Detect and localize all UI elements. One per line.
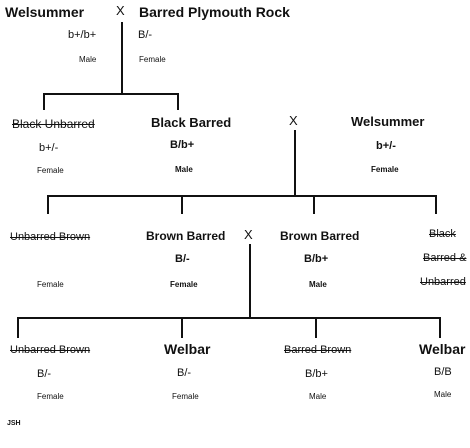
gen2-mate-sex: Female — [371, 165, 399, 174]
gen3-offspring-4-name-line-1: Black — [429, 228, 456, 240]
gen3-offspring-4-name-line-3: Unbarred — [420, 276, 466, 288]
gen1-parent-b-sex: Female — [139, 55, 166, 64]
gen2-mate-name: Welsummer — [351, 114, 425, 129]
gen3-offspring-3-sex: Male — [309, 280, 327, 289]
gen3-offspring-2-sex: Female — [170, 280, 198, 289]
gen2-offspring-2-genotype: B/b+ — [170, 139, 195, 151]
gen4-offspring-3-sex: Male — [309, 392, 327, 401]
gen4-offspring-2-name: Welbar — [164, 341, 211, 357]
gen4-offspring-4-sex: Male — [434, 390, 452, 399]
gen2-offspring-1-genotype: b+/- — [39, 142, 59, 154]
gen1-parent-a-name: Welsummer — [5, 4, 85, 20]
gen2-offspring-2-name: Black Barred — [151, 115, 232, 130]
gen4-offspring-1-sex: Female — [37, 392, 64, 401]
gen4-offspring-2-genotype: B/- — [177, 367, 192, 379]
gen2-offspring-1-name: Black Unbarred — [12, 117, 95, 131]
gen3-offspring-1-sex: Female — [37, 280, 64, 289]
gen3-offspring-3-name: Brown Barred — [280, 229, 360, 243]
gen3-offspring-3-genotype: B/b+ — [304, 253, 329, 265]
gen1-parent-b-name: Barred Plymouth Rock — [139, 4, 290, 20]
author-initials: JSH — [7, 420, 21, 427]
gen3-offspring-1-name: Unbarred Brown — [10, 231, 91, 243]
gen4-offspring-3-genotype: B/b+ — [305, 368, 328, 380]
gen1-cross-symbol: X — [116, 3, 125, 18]
gen2-offspring-1-sex: Female — [37, 166, 64, 175]
gen4-offspring-1-name: Unbarred Brown — [10, 344, 91, 356]
gen3-offspring-2-genotype: B/- — [175, 253, 190, 265]
gen3-offspring-4-name-line-2: Barred & — [423, 252, 467, 264]
gen4-offspring-1-genotype: B/- — [37, 368, 52, 380]
gen2-cross-symbol: X — [289, 113, 298, 128]
gen3-offspring-2-name: Brown Barred — [146, 229, 226, 243]
gen1-parent-a-genotype: b+/b+ — [68, 29, 97, 41]
gen2-mate-genotype: b+/- — [376, 140, 396, 152]
gen4-offspring-2-sex: Female — [172, 392, 199, 401]
gen1-parent-a-sex: Male — [79, 55, 97, 64]
gen4-offspring-3-name: Barred Brown — [284, 344, 352, 356]
gen3-cross-symbol: X — [244, 227, 253, 242]
gen4-offspring-4-genotype: B/B — [434, 366, 452, 378]
gen1-parent-b-genotype: B/- — [138, 29, 153, 41]
gen4-offspring-4-name: Welbar — [419, 341, 466, 357]
gen2-offspring-2-sex: Male — [175, 165, 193, 174]
